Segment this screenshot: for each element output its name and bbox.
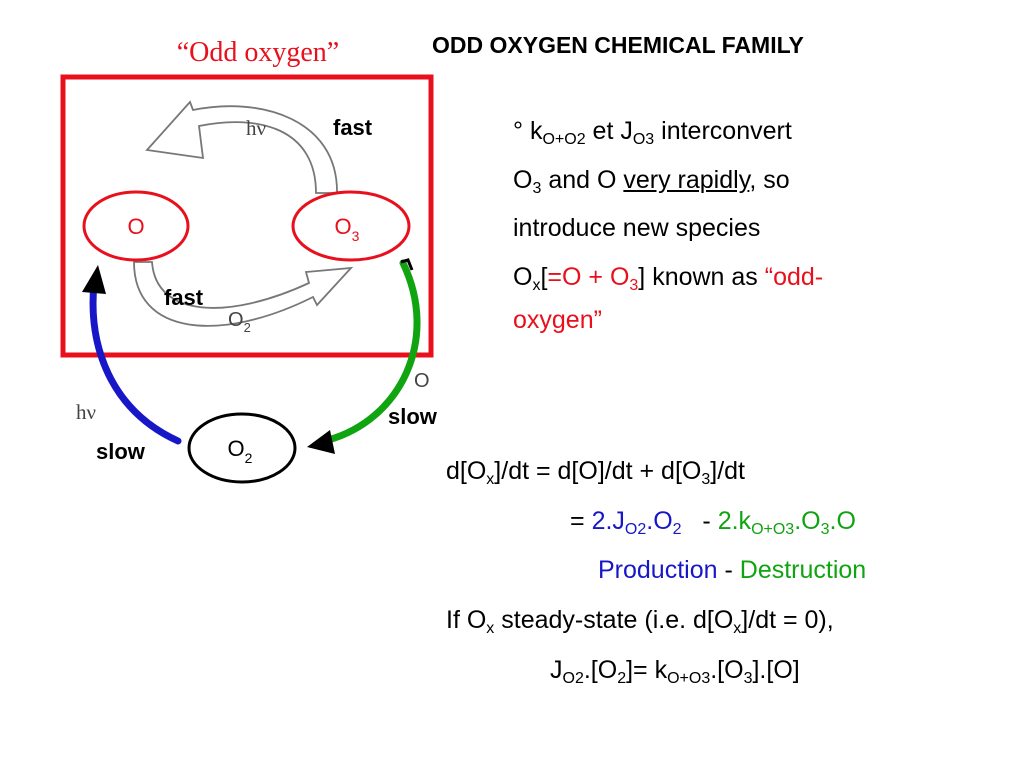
node-o3 — [291, 190, 411, 262]
recombination-arrowhead — [307, 430, 335, 454]
node-o2 — [187, 412, 297, 484]
label-o-reactant: O — [414, 370, 430, 392]
recombination-hollow-arrow — [133, 261, 354, 327]
label-o2-reactant: O2 — [228, 309, 251, 335]
label-fast-top: fast — [333, 115, 373, 140]
node-o3-label: O3 — [335, 214, 360, 244]
bullet-line-5: oxygen” — [513, 306, 602, 334]
production-label: Production — [598, 556, 718, 584]
equation-line-4: If Ox steady-state (i.e. d[Ox]/dt = 0), — [446, 606, 834, 637]
photolysis-arrowhead — [82, 265, 106, 294]
very-rapidly-emphasis: very rapidly — [623, 166, 750, 194]
label-slow-left: slow — [96, 439, 146, 464]
bullet-line-1: ° kO+O2 et JO3 interconvert — [513, 117, 792, 148]
node-o2-label: O2 — [228, 436, 253, 466]
odd-oxygen-box — [60, 74, 434, 358]
node-o — [82, 190, 190, 262]
label-hv-left: hν — [76, 400, 96, 424]
bullet-line-3: introduce new species — [513, 214, 761, 242]
photolysis-arrow-blue — [89, 280, 182, 445]
bullet-line-2: O3 and O very rapidly, so — [513, 166, 790, 197]
recombination-arrow-green — [324, 259, 421, 444]
label-slow-right: slow — [388, 404, 438, 429]
equation-line-1: d[Ox]/dt = d[O]/dt + d[O3]/dt — [446, 457, 746, 488]
recombination-arrow-tail — [400, 258, 414, 271]
node-o-label: O — [127, 214, 144, 239]
destruction-label: Destruction — [739, 556, 867, 584]
equation-line-3: Production - Destruction — [598, 556, 867, 584]
label-hv-top: hν — [246, 116, 266, 140]
slide-title: ODD OXYGEN CHEMICAL FAMILY — [432, 32, 804, 58]
diagram-heading: “Odd oxygen” — [177, 37, 340, 68]
bullet-line-4: Ox[=O + O3] known as “odd- — [513, 263, 824, 294]
label-fast-bottom: fast — [164, 285, 204, 310]
equation-line-2: = 2.JO2.O2 - 2.kO+O3.O3.O — [570, 507, 856, 538]
odd-oxygen-cycle-diagram: “Odd oxygen” O O3 O2 hν fast fast O2 hν … — [60, 37, 438, 484]
photolysis-hollow-arrow — [145, 100, 338, 194]
equation-line-5: JO2.[O2]= kO+O3.[O3].[O] — [550, 656, 800, 687]
